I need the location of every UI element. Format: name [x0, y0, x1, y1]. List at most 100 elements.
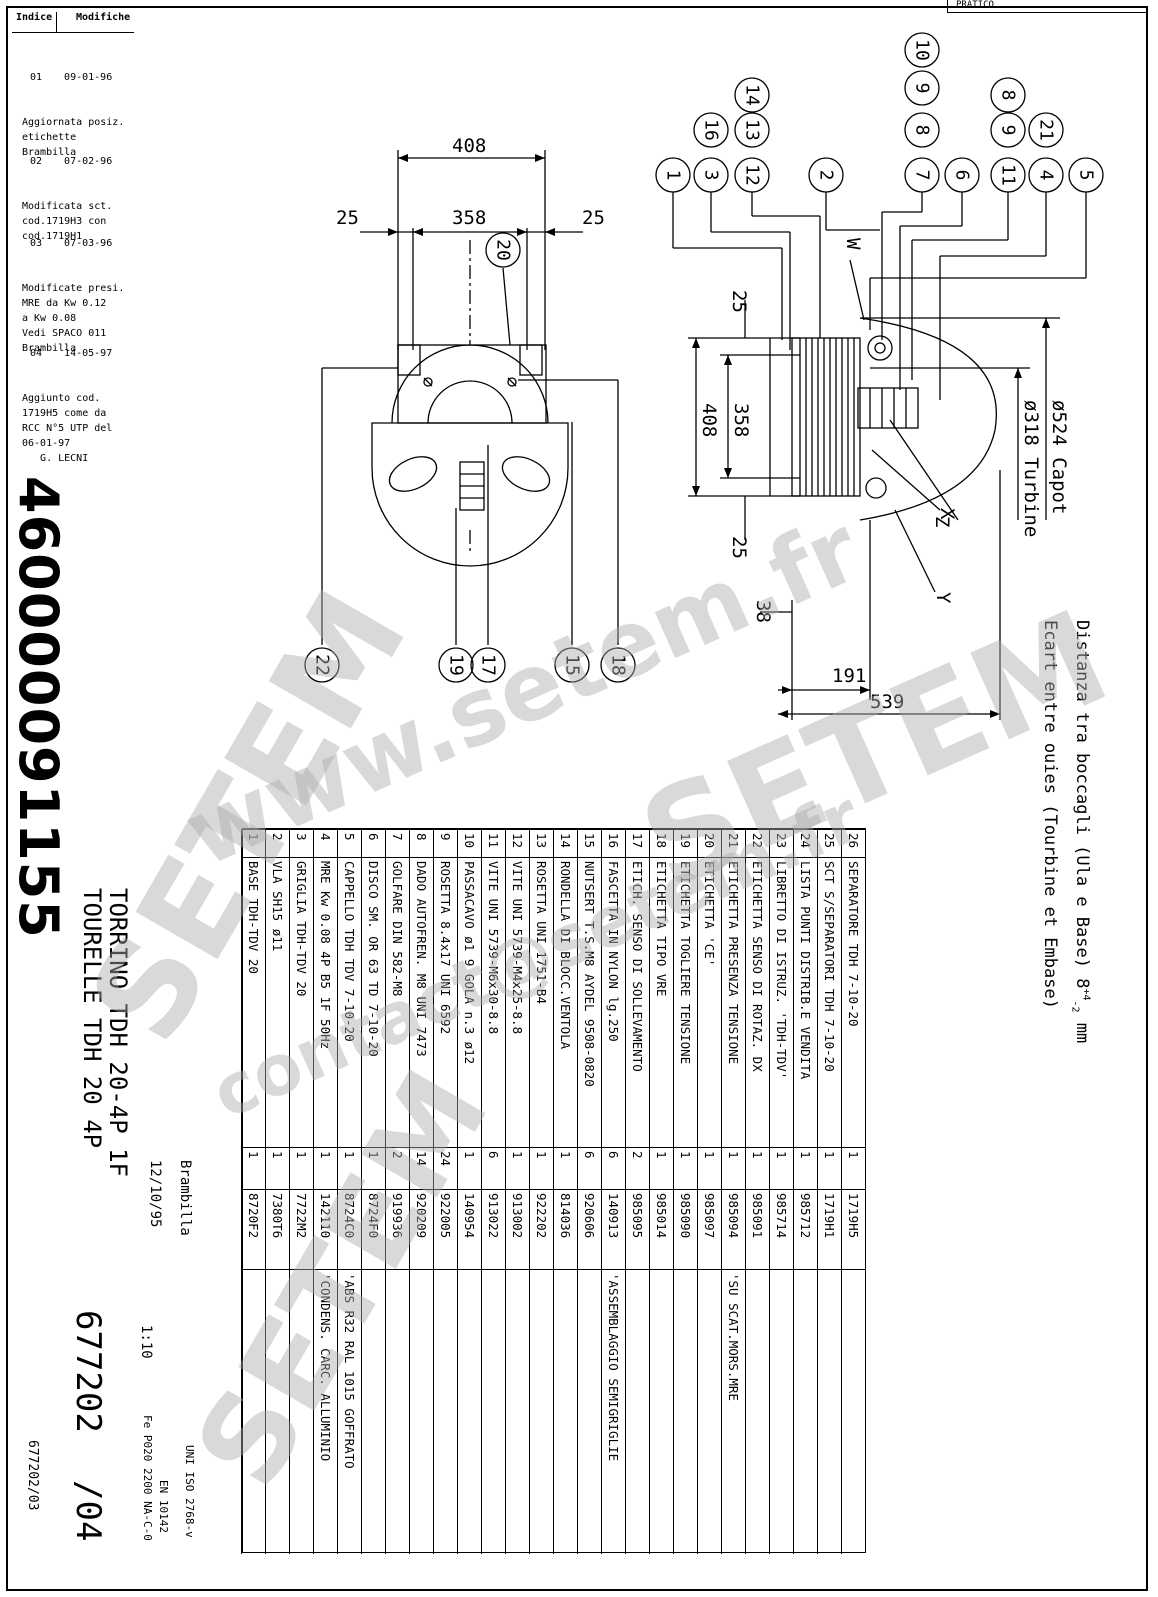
- table-cell-qty: 14: [409, 1147, 433, 1189]
- pratico-label: PRATICO: [956, 0, 994, 10]
- title-date: 12/10/95: [147, 1160, 163, 1228]
- table-cell-qty: 1: [265, 1147, 289, 1189]
- table-cell-note: [529, 1269, 553, 1554]
- table-cell-desc: GOLFARE DIN 582-M8: [385, 857, 409, 1147]
- balloon-circle: [554, 647, 590, 683]
- table-cell-qty: 1: [505, 1147, 529, 1189]
- balloon-label-side: 9: [998, 125, 1019, 136]
- table-cell-pos: 24: [793, 829, 817, 857]
- table-cell-qty: 1: [241, 1147, 265, 1189]
- note-distance-it: Distanza tra boccagli (Ula e Base) 8+4-2…: [1070, 620, 1092, 1043]
- file-reference: 677202/03: [25, 1440, 40, 1511]
- table-cell-qty: 1: [457, 1147, 481, 1189]
- table-cell-desc: ETICHETTA PRESENZA TENSIONE: [721, 857, 745, 1147]
- balloon-label-front: 22: [312, 654, 333, 676]
- balloon-label-front: 18: [608, 654, 629, 676]
- table-cell-note: 'ABS R32 RAL 1015 GOFFRATO: [337, 1269, 361, 1554]
- balloon-circle: [808, 157, 844, 193]
- table-cell-pos: 23: [769, 829, 793, 857]
- table-cell-note: [505, 1269, 529, 1554]
- table-cell-note: [745, 1269, 769, 1554]
- table-cell-note: 'CONDENS. CARC. ALLUMINIO: [313, 1269, 337, 1554]
- table-cell-code: 7380T6: [265, 1189, 289, 1269]
- note-distance-fr: Ecart entre ouies (Tourbine et Embase): [1040, 620, 1060, 1009]
- table-cell-code: 814036: [553, 1189, 577, 1269]
- balloon-circle: [693, 112, 729, 148]
- balloon-circle: [944, 157, 980, 193]
- table-cell-qty: 1: [361, 1147, 385, 1189]
- balloon-circle: [990, 112, 1026, 148]
- table-cell-pos: 12: [505, 829, 529, 857]
- balloon-label-side: 4: [1036, 170, 1057, 181]
- revision-index: 02: [30, 156, 43, 167]
- table-cell-code: 8720F2: [241, 1189, 265, 1269]
- table-cell-code: 985714: [769, 1189, 793, 1269]
- balloon-label-side: 16: [701, 119, 722, 141]
- label-w: W: [842, 238, 864, 250]
- table-cell-desc: DISCO SM. OR 63 TD 7-10-20: [361, 857, 385, 1147]
- balloon-label-side: 9: [912, 83, 933, 94]
- table-cell-qty: 6: [601, 1147, 625, 1189]
- revision-date: 14-05-97: [64, 348, 113, 359]
- table-cell-desc: NUTSERT T.S.M8 AYDEL 9508-0820: [577, 857, 601, 1147]
- table-cell-note: [841, 1269, 865, 1554]
- table-cell-code: 922005: [433, 1189, 457, 1269]
- table-cell-code: 913002: [505, 1189, 529, 1269]
- title-material: Fe P020 2200 NA-C-0: [141, 1415, 154, 1541]
- label-z: Z: [931, 516, 953, 527]
- table-cell-desc: RONDELLA DI BLOCC.VENTOLA: [553, 857, 577, 1147]
- table-cell-desc: PASSACAVO ø1 9 GOLA n.3 ø12: [457, 857, 481, 1147]
- table-cell-desc: CAPPELLO TDH TDV 7-10-20: [337, 857, 361, 1147]
- drawing-frame: [6, 6, 1148, 1591]
- table-cell-code: 142110: [313, 1189, 337, 1269]
- table-cell-desc: DADO AUTOFREN. M8 UNI 7473: [409, 857, 433, 1147]
- dim-side-mid: 191: [832, 665, 866, 687]
- table-cell-code: 985095: [625, 1189, 649, 1269]
- table-cell-pos: 2: [265, 829, 289, 857]
- balloon-label-side: 21: [1036, 119, 1057, 141]
- table-cell-qty: 2: [385, 1147, 409, 1189]
- table-cell-pos: 11: [481, 829, 505, 857]
- table-cell-pos: 10: [457, 829, 481, 857]
- dim-cap-diameter: ø524 Capot: [1048, 400, 1070, 514]
- table-cell-pos: 3: [289, 829, 313, 857]
- table-cell-note: [817, 1269, 841, 1554]
- table-cell-pos: 16: [601, 829, 625, 857]
- table-cell-qty: 1: [337, 1147, 361, 1189]
- dim-front-overall: 408: [452, 135, 486, 157]
- table-cell-desc: GRIGLIA TDH-TDV 20: [289, 857, 313, 1147]
- table-cell-desc: LIBRETTO DI ISTRUZ. 'TDH-TDV': [769, 857, 793, 1147]
- table-cell-note: [385, 1269, 409, 1554]
- table-cell-desc: LISTA PUNTI DISTRIB.E VENDITA: [793, 857, 817, 1147]
- table-cell-pos: 17: [625, 829, 649, 857]
- revision-index: 04: [30, 348, 43, 359]
- balloon-label-side: 1: [663, 170, 684, 181]
- title-french: TOURELLE TDH 20 4P: [78, 888, 106, 1149]
- balloon-circle: [904, 70, 940, 106]
- table-cell-desc: BASE TDH-TDV 20: [241, 857, 265, 1147]
- table-cell-pos: 26: [841, 829, 865, 857]
- table-cell-note: [649, 1269, 673, 1554]
- table-cell-note: [625, 1269, 649, 1554]
- table-cell-code: 985712: [793, 1189, 817, 1269]
- table-cell-pos: 8: [409, 829, 433, 857]
- balloon-circle: [438, 647, 474, 683]
- note-distance-it-text: Distanza tra boccagli (Ula e Base) 8: [1072, 620, 1092, 989]
- note-unit: mm: [1072, 1022, 1092, 1044]
- table-cell-qty: 1: [649, 1147, 673, 1189]
- balloon-circle: [734, 112, 770, 148]
- table-cell-qty: 1: [673, 1147, 697, 1189]
- table-cell-note: [265, 1269, 289, 1554]
- table-cell-code: 985014: [649, 1189, 673, 1269]
